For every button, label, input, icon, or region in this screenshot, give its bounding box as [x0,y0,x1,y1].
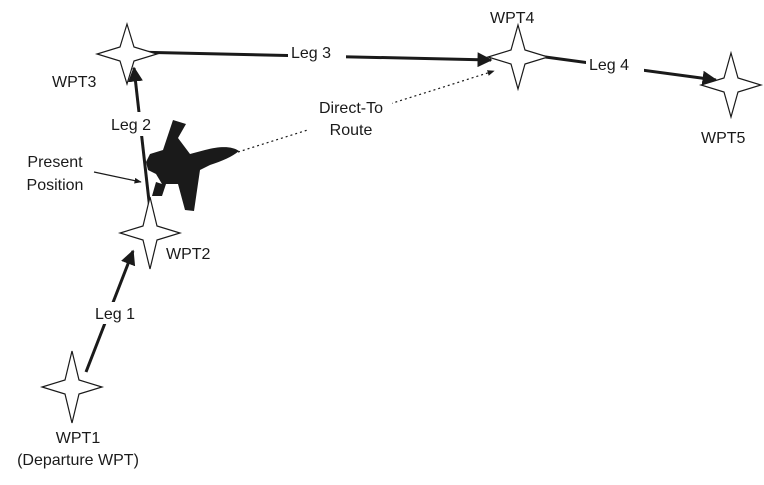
wpt2-label: WPT2 [166,246,211,263]
wpt4-star-icon [485,22,551,92]
leg-3-label: Leg 3 [291,45,331,62]
wpt2-star-icon [117,196,183,270]
present-position-label: Present [27,154,83,171]
leg-4-label: Leg 4 [589,57,629,74]
wpt3-star-icon [94,21,160,87]
wpt1-label: WPT1 [56,430,101,447]
present-position-sublabel: Position [27,177,84,194]
wpt5-star-icon [698,50,764,120]
leg-4-label-bg [586,55,644,75]
leg-1-label: Leg 1 [95,306,135,323]
direct-to-sublabel: Route [330,122,373,139]
leg-2-line [128,66,152,211]
wpt4-label: WPT4 [490,10,535,27]
wpt3-label: WPT3 [52,74,97,91]
leg-2-label-bg [108,112,164,136]
present-position-pointer [93,171,142,184]
wpt1-sublabel: (Departure WPT) [17,452,139,469]
wpt1-star-icon [39,350,105,424]
leg-3-label-bg [288,43,346,63]
direct-to-label-bg [308,96,392,140]
wpt5-label: WPT5 [701,130,746,147]
leg-2-label: Leg 2 [111,117,151,134]
aircraft-icon [146,120,239,211]
direct-to-label: Direct-To [319,100,383,117]
leg-1-label-bg [91,302,143,324]
